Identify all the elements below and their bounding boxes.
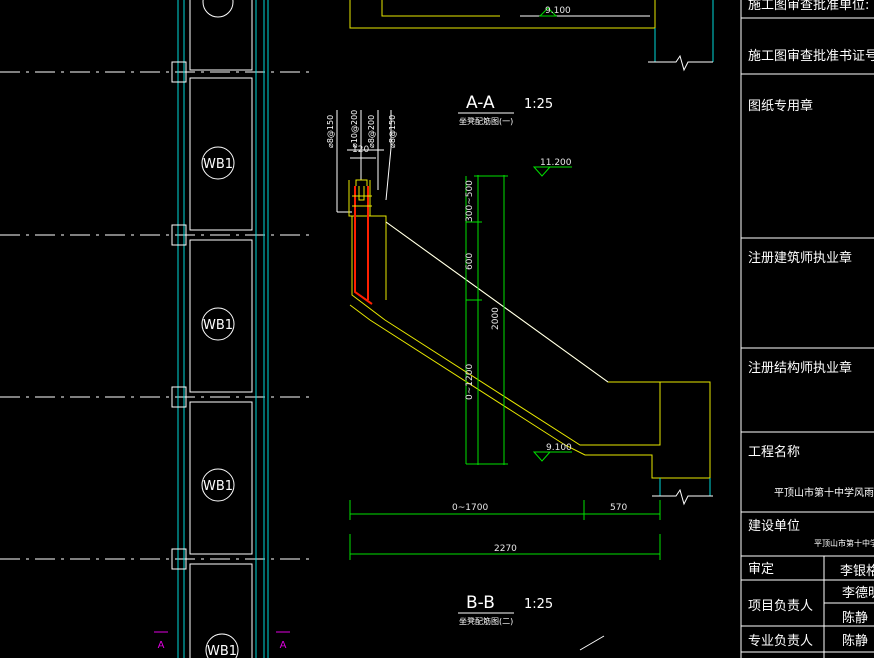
- title-block-frame: [740, 0, 874, 658]
- slope-line: [385, 221, 609, 383]
- axis-marker: A: [280, 640, 287, 651]
- section-bb: B-B 1:25 坐凳配筋图(二): [458, 593, 605, 651]
- panel-label: WB1: [203, 157, 233, 172]
- footing-lines: [659, 478, 711, 496]
- elevation-label: 9.100: [546, 443, 572, 453]
- rebar-label: ⌀8@200: [367, 115, 376, 148]
- section-title: B-B: [466, 593, 495, 613]
- stirrups: [352, 179, 372, 207]
- client-label: 建设单位: [748, 519, 800, 534]
- discipline-lead-name: 陈静: [842, 633, 868, 649]
- dim-label: 0~1700: [452, 503, 488, 513]
- discipline-lead-label: 专业负责人: [748, 634, 813, 649]
- project-name-label: 工程名称: [748, 444, 800, 460]
- architect-seal-label: 注册建筑师执业章: [748, 250, 852, 266]
- client-name: 平顶山市第十中学: [814, 538, 874, 548]
- dim-label: 570: [610, 503, 627, 513]
- section-scale: 1:25: [524, 97, 553, 112]
- rebar-label: ⌀8@150: [388, 115, 397, 148]
- section-subtitle: 坐凳配筋图(一): [459, 116, 513, 126]
- elevation-label: 11.200: [540, 158, 572, 168]
- plan-strip: WB1 WB1 WB1 WB1 A A: [0, 0, 315, 658]
- leader-lines: [336, 110, 392, 213]
- dim-label: 2270: [494, 544, 517, 554]
- grid-lines: [0, 71, 315, 560]
- section-title: A-A: [466, 93, 495, 113]
- elevation-markers: [532, 166, 572, 462]
- section-subtitle: 坐凳配筋图(二): [459, 616, 513, 626]
- rebar-red: [354, 186, 373, 305]
- dim-label: 0~1200: [465, 364, 475, 400]
- wall-lines: [177, 0, 269, 658]
- break-line: [652, 488, 713, 506]
- project-manager-name: 李德明: [842, 586, 874, 601]
- upper-section-fragment: 9.100: [349, 0, 714, 72]
- rebar-callouts: ⌀8@150 ⌀10@200 ⌀8@200 ⌀8@150: [326, 110, 397, 148]
- axis-marker: A: [158, 640, 165, 651]
- horizontal-dimension: [349, 500, 661, 560]
- vertical-dimension: [465, 175, 508, 465]
- drawing-seal-label: 图纸专用章: [748, 98, 813, 114]
- panel-label: WB1: [203, 318, 233, 333]
- review-label: 审定: [748, 562, 774, 577]
- panels: [189, 0, 253, 658]
- elevation-label: 9.100: [545, 6, 571, 16]
- dim-label: 600: [465, 253, 475, 270]
- structural-seal-label: 注册结构师执业章: [748, 360, 852, 376]
- column-blocks: [171, 61, 187, 570]
- approval-unit-label: 施工图审查批准单位:: [748, 0, 869, 13]
- title-block: 施工图审查批准单位: 施工图审查批准书证号: 图纸专用章 注册建筑师执业章 注册…: [740, 0, 874, 658]
- project-manager-name-2: 陈静: [842, 610, 868, 626]
- dim-label: 300~500: [465, 180, 475, 222]
- rebar-label: ⌀10@200: [350, 110, 359, 148]
- section-aa: A-A 1:25 坐凳配筋图(一) ⌀8@150 ⌀10@200 ⌀8@200 …: [326, 93, 713, 560]
- review-name: 李银格: [840, 563, 874, 579]
- dim-label: 2000: [491, 307, 501, 330]
- panel-circles: [201, 0, 239, 658]
- project-manager-label: 项目负责人: [748, 599, 813, 614]
- panel-label: WB1: [203, 479, 233, 494]
- project-name: 平顶山市第十中学风雨: [774, 486, 874, 499]
- panel-label: WB1: [207, 644, 237, 658]
- section-scale: 1:25: [524, 597, 553, 612]
- concrete-outline: [348, 180, 711, 479]
- approval-cert-label: 施工图审查批准书证号:: [748, 49, 874, 64]
- dim-label: 120: [352, 145, 369, 155]
- rebar-label: ⌀8@150: [326, 115, 335, 148]
